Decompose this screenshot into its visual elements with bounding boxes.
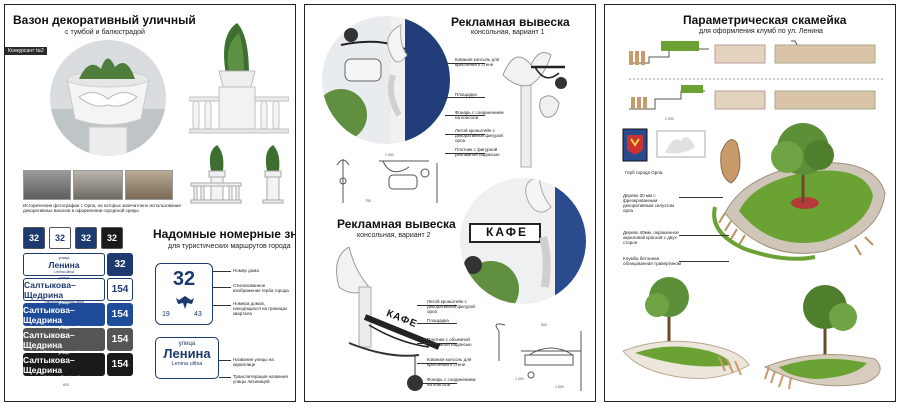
plate-translit: Saltykova-Shedrina ulitsa — [44, 325, 84, 329]
callout-v2-plank: Плотник с объемной рекламной надписью — [427, 337, 472, 347]
callout-v2-platform: Площадка — [427, 318, 449, 323]
signs-title: Надомные номерные знаки — [153, 227, 295, 241]
house-number-plate-blue: 32 — [75, 227, 97, 249]
signage-elevations-2 — [495, 323, 582, 391]
house-number-plate-white: 32 — [49, 227, 71, 249]
signage-render-circle — [322, 16, 450, 144]
board-vase: Вазон декоративный уличный с тумбой и ба… — [4, 4, 296, 402]
bench-render-bottom-right — [763, 285, 881, 390]
plate-translit: Saltykova-Shedrina ulitsa — [44, 350, 84, 354]
plate-top-text: улица — [58, 300, 70, 305]
signage-render-circle-2 — [460, 178, 586, 304]
photo-caption: Исторические фотографии г. Орла, на кото… — [23, 203, 181, 213]
bench-main-render — [712, 123, 886, 261]
street-sign-translit: Lenina ulitsa — [171, 361, 203, 367]
contest-tag: Конкурсант №2 — [5, 47, 47, 55]
callout-v1-lantern: Фонарь с соединением на консоли — [455, 110, 504, 120]
historic-photo-3 — [125, 170, 173, 200]
callout-v2-console: Кованая консоль для крепления к стене — [427, 357, 472, 367]
historic-photo-2 — [73, 170, 123, 200]
callout-house-number: Номер дома — [233, 268, 259, 273]
bench-render-bottom-left — [622, 277, 750, 379]
dimension-label: 1 060 — [385, 153, 394, 157]
plate-house-number: 154 — [107, 303, 133, 326]
bench-subtitle: для оформления клумб по ул. Ленина — [699, 28, 823, 35]
historic-photo-1 — [23, 170, 71, 200]
plate-street-name: Салтыкова–Щедрина — [24, 280, 76, 300]
coat-of-arms-plan — [622, 128, 706, 162]
street-sign-name: Ленина — [163, 346, 211, 361]
large-street-sign: улица Ленина Lenina ulitsa — [155, 337, 219, 379]
house-number-plate-black: 32 — [101, 227, 123, 249]
callout-v2-eagle-bracket: Литой кронштейн с декоративной фигурой о… — [427, 299, 475, 314]
callout-coat-of-arms: Стилизованное изображение герба города — [233, 283, 289, 293]
dimension-label: 1 500 — [555, 385, 564, 389]
house-number-plate-navy: 32 — [23, 227, 45, 249]
plate-street-name: Ленина — [48, 260, 80, 270]
dimension-label: 500 — [541, 323, 547, 327]
callout-border-numbers: Номера домов, находящихся на границах кв… — [233, 301, 288, 316]
street-plate-gray: улица Салтыкова–Щедрина Saltykova-Shedri… — [23, 325, 133, 354]
callout-street-cyrillic: Название улицы на кириллице — [233, 357, 274, 367]
callout-v1-console: Кованая консоль для крепления к стене — [455, 57, 500, 67]
plate-translit: Saltykova-Shedrina ulitsa — [44, 375, 84, 379]
callout-v1-eagle-bracket: Литой кронштейн с декоративной фигурой о… — [455, 128, 503, 143]
callout-concrete-bed: Клумба бетонная облицованная травертином — [623, 256, 682, 266]
plate-translit: Saltykova-Shedrina ulitsa — [44, 300, 84, 304]
street-plate-black: улица Салтыкова–Щедрина Saltykova-Shedri… — [23, 350, 133, 379]
large-house-number: 32 — [172, 268, 196, 290]
coat-caption: Герб города Орла — [625, 170, 663, 175]
plate-translit: Lenina ulitsa — [54, 270, 74, 274]
eagle-coat-icon — [176, 296, 194, 309]
dimension-label: 600 — [63, 383, 69, 387]
callout-v1-platform: Площадка — [455, 92, 477, 97]
callout-wood-20mm: Дерево 20 мм с фрезерованным декоративны… — [623, 193, 674, 213]
signage-title-1: Рекламная вывеска — [451, 15, 570, 29]
signage-bracket-render-2 — [336, 247, 441, 391]
vase-balustrade-render — [189, 23, 289, 134]
bench-elevations — [629, 40, 885, 110]
large-house-number-sign: 32 19 43 — [155, 263, 213, 325]
plate-street-name: Салтыкова–Щедрина — [23, 305, 75, 325]
plate-street-name: Салтыкова–Щедрина — [23, 330, 75, 350]
plate-top-text: улица — [58, 325, 70, 330]
board1-subtitle: с тумбой и балюстрадой — [65, 29, 145, 36]
street-plate-white: улица Салтыкова–Щедрина Saltykova-Shedri… — [23, 275, 133, 304]
plate-house-number: 154 — [107, 278, 133, 301]
signs-subtitle: для туристических маршрутов города — [168, 243, 291, 250]
street-plate-lenina: улица Ленина Lenina ulitsa 32 — [23, 253, 133, 276]
signage-elevations-1 — [336, 159, 438, 203]
dimension-label: 2 000 — [665, 117, 674, 121]
callout-wood-40mm: Дерево 40мм, окрашенное акриловой краско… — [623, 230, 679, 245]
plate-house-number: 154 — [107, 353, 133, 376]
board-signage: Рекламная вывеска консольная, вариант 1 … — [304, 4, 596, 402]
signage-bracket-render-1 — [502, 52, 567, 168]
street-sign-top: улица — [178, 341, 196, 347]
plate-street-name: Салтыкова–Щедрина — [23, 355, 75, 375]
plate-top-text: улица — [58, 275, 70, 280]
plate-top-text: улица — [58, 350, 70, 355]
plate-top-text: улица — [58, 255, 70, 260]
street-plate-blue: улица Салтыкова–Щедрина Saltykova-Shedri… — [23, 300, 133, 329]
signage-subtitle-2: консольная, вариант 2 — [357, 232, 431, 239]
cafe-sign-text: КАФЕ — [486, 225, 528, 239]
dimension-label: 1 000 — [515, 377, 524, 381]
signage-subtitle-1: консольная, вариант 1 — [471, 29, 545, 36]
board-bench: Параметрическая скамейка для оформления … — [604, 4, 896, 402]
adjacent-number-right: 43 — [194, 311, 202, 318]
vase-elevations — [190, 145, 284, 204]
bench-title: Параметрическая скамейка — [683, 13, 847, 27]
signage-title-2: Рекламная вывеска — [337, 217, 456, 231]
adjacent-number-left: 19 — [162, 311, 170, 318]
callout-street-latin: Транслитерация названия улицы латиницей — [233, 374, 288, 384]
callout-v2-lantern: Фонарь с соединением на консоли — [427, 377, 476, 387]
board1-title: Вазон декоративный уличный — [13, 13, 196, 27]
dimension-label: 750 — [365, 199, 371, 203]
plate-house-number: 154 — [107, 328, 133, 351]
plate-house-number: 32 — [107, 253, 133, 276]
vase-render-circle — [50, 40, 166, 156]
callout-v1-plank: Плотник с фигурной рекламной надписью — [455, 147, 500, 157]
